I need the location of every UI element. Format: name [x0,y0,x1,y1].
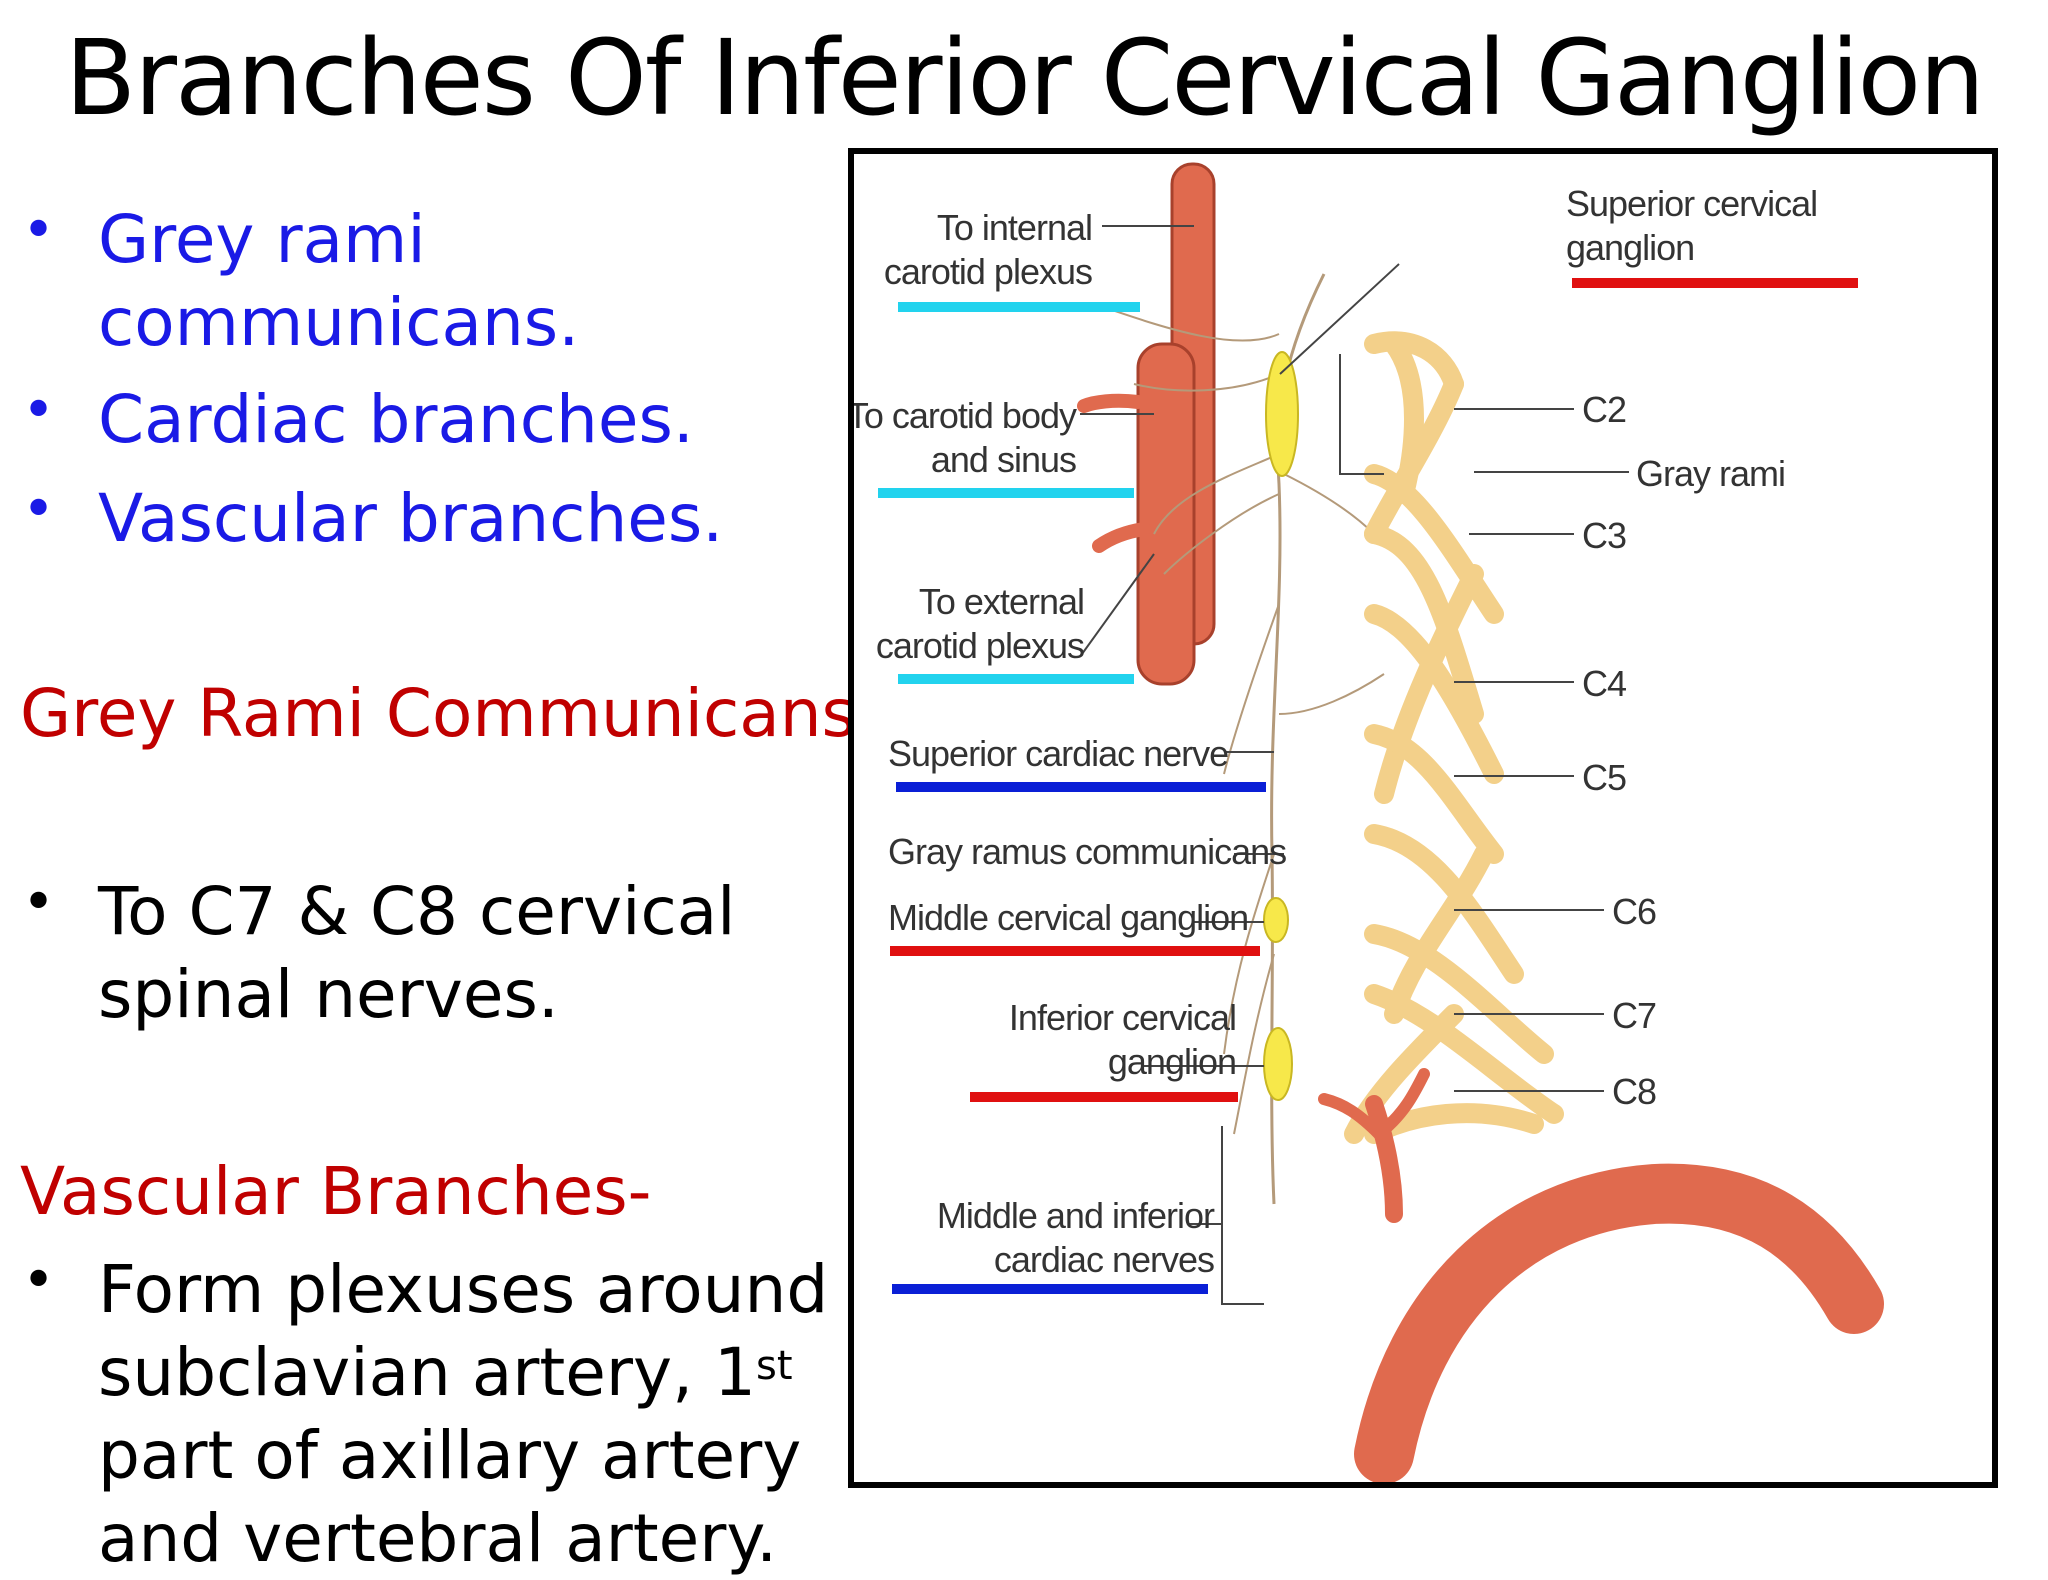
list-item-text: Grey rami communicans. [98,201,580,361]
ganglion-diagram: To internal carotid plexus To carotid bo… [848,148,1998,1488]
nerve-fiber [1153,453,1280,535]
vertebral-artery [1365,1095,1403,1223]
nerve-fiber [1223,603,1280,775]
label-mid-inf-cardiac-1: Middle and inferior [937,1195,1215,1236]
label-c2: C2 [1582,389,1626,430]
label-superior-cervical-ganglion-2: ganglion [1566,227,1694,268]
underline-red [1572,278,1858,288]
middle-cervical-ganglion [1263,897,1289,943]
artery-branch [1092,522,1151,553]
vascular-text-part-a: Form plexuses around subclavian artery, … [98,1251,829,1411]
slide-title: Branches Of Inferior Cervical Ganglion [64,17,1985,139]
superior-cervical-ganglion [1265,351,1299,477]
common-carotid-artery [1136,342,1196,686]
label-c5: C5 [1582,757,1626,798]
label-superior-cardiac-nerve: Superior cardiac nerve [888,733,1228,774]
label-to-carotid-body-2: and sinus [931,439,1076,480]
nerve-fiber [1283,473,1375,535]
bullet-dot: • [22,477,56,542]
label-gray-rami: Gray rami [1636,453,1785,494]
superscript-st: st [756,1343,793,1389]
vascular-heading: Vascular Branches- [20,1153,652,1230]
label-middle-cervical-ganglion: Middle cervical ganglion [888,897,1248,938]
list-item-text: Vascular branches. [98,480,724,557]
subclavian-artery [1354,1163,1884,1482]
bullet-dot: • [22,1248,56,1313]
label-to-internal-carotid-1: To internal [937,207,1092,248]
artery-branch [1077,393,1145,413]
label-to-external-carotid-2: carotid plexus [876,625,1084,666]
bullet-dot: • [22,198,56,263]
vascular-text-part-b: part of axillary artery and vertebral ar… [98,1417,802,1577]
underline-blue [896,782,1266,792]
label-c3: C3 [1582,515,1626,556]
cervical-plexus [1344,331,1564,1144]
label-c7: C7 [1612,995,1656,1036]
underline-blue [892,1284,1208,1294]
nerve-fiber [1233,953,1275,1135]
label-superior-cervical-ganglion-1: Superior cervical [1566,183,1817,224]
underline-red [970,1092,1238,1102]
label-to-external-carotid-1: To external [919,581,1084,622]
underline-cyan [898,302,1140,312]
label-inferior-cervical-ganglion-1: Inferior cervical [1009,997,1236,1038]
inferior-cervical-ganglion [1263,1027,1293,1101]
nerve-fiber [1278,673,1385,715]
label-inferior-cervical-ganglion-2: ganglion [1108,1041,1236,1082]
underline-red [890,946,1260,956]
label-c8: C8 [1612,1071,1656,1112]
nerve-fiber [1133,373,1280,392]
underline-cyan [878,488,1134,498]
grey-rami-heading: Grey Rami Communicans- [20,675,880,752]
underline-cyan [898,674,1134,684]
diagram-svg: To internal carotid plexus To carotid bo… [854,162,1884,1482]
vascular-detail-text: Form plexuses around subclavian artery, … [98,1248,858,1580]
bullet-dot: • [22,378,56,443]
label-to-internal-carotid-2: carotid plexus [884,251,1092,292]
artery-branch [1318,1093,1385,1140]
list-item-text: Cardiac branches. [98,381,694,458]
bullet-dot: • [22,870,56,935]
nerve-fiber [1163,493,1280,575]
label-c4: C4 [1582,663,1626,704]
leader-lines [1080,225,1629,1305]
label-gray-ramus: Gray ramus communicans [888,831,1286,872]
grey-rami-detail-text: To C7 & C8 cervical spinal nerves. [98,873,736,1033]
label-mid-inf-cardiac-2: cardiac nerves [994,1239,1214,1280]
label-c6: C6 [1612,891,1656,932]
artery-branch [1373,1068,1430,1140]
label-to-carotid-body-1: To carotid body [854,395,1077,436]
